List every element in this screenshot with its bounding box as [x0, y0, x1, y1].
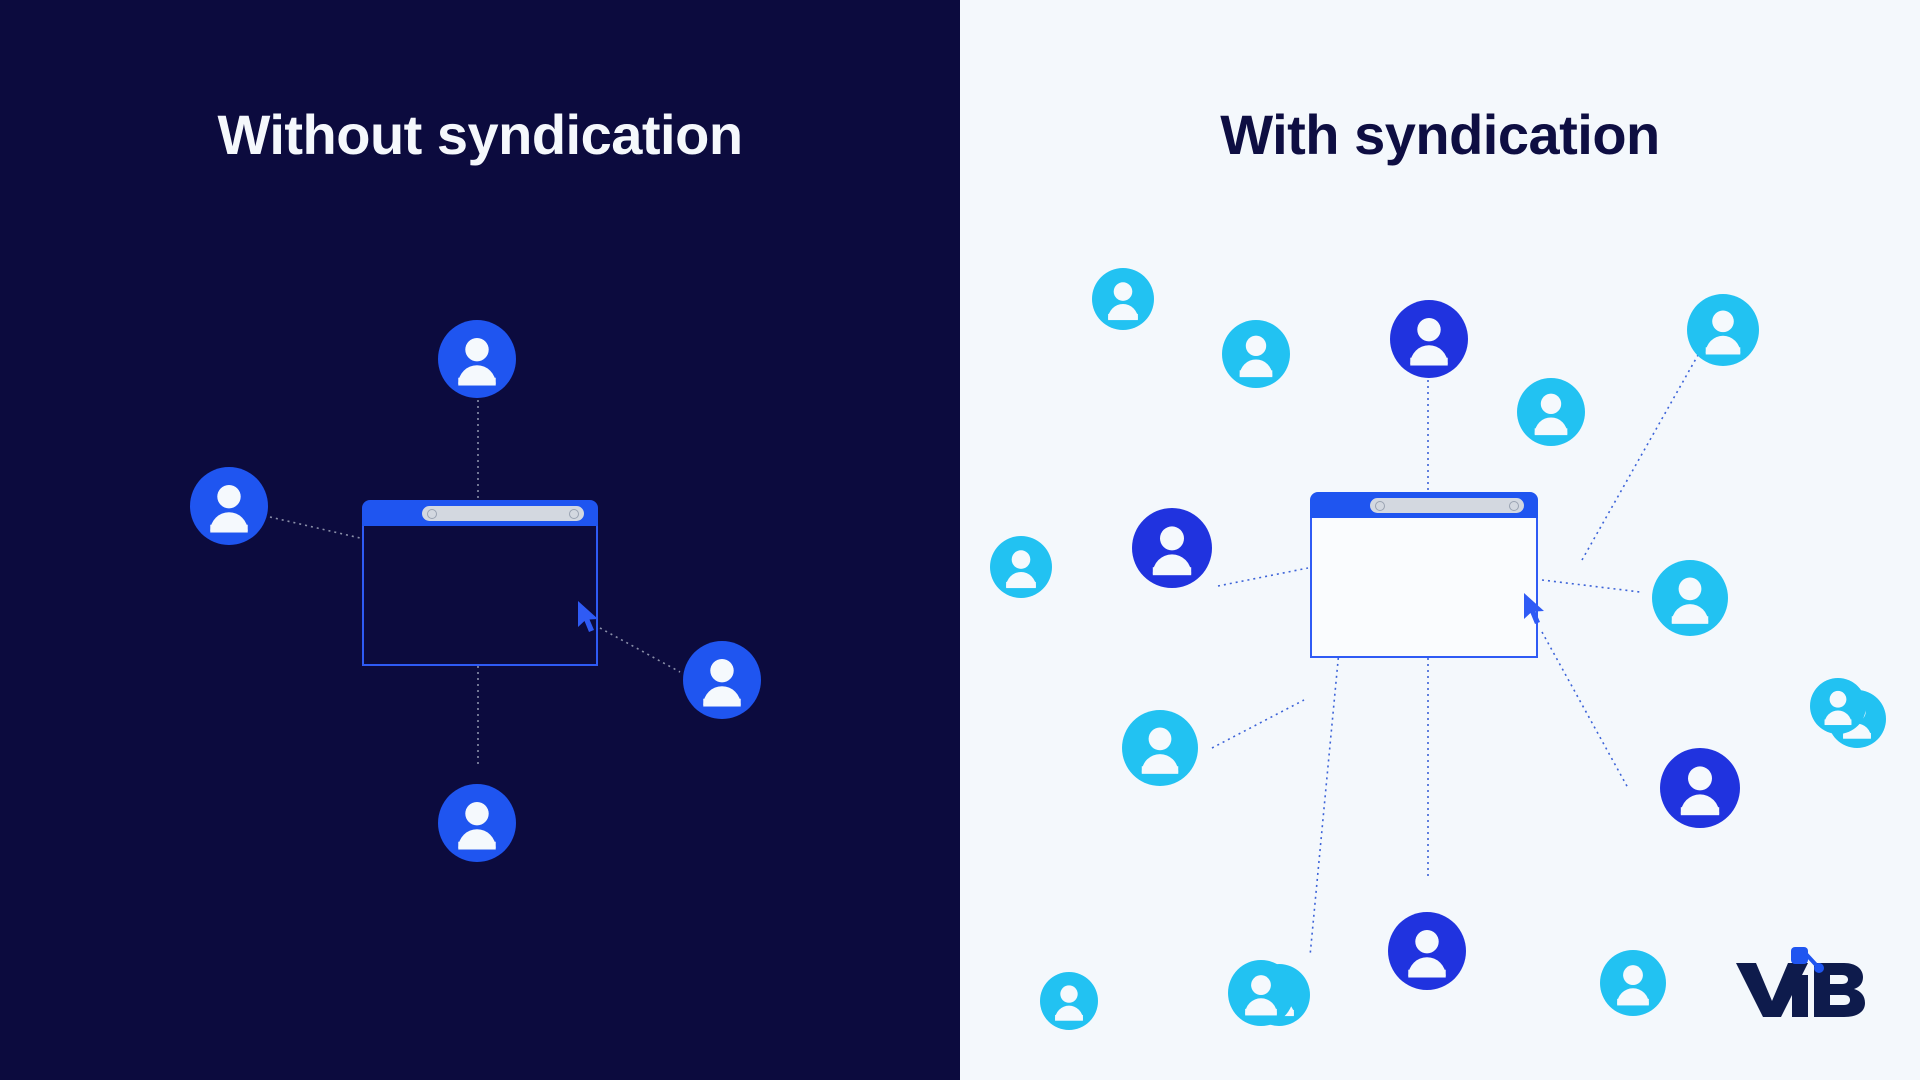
user-avatar-icon	[1652, 560, 1728, 636]
browser-window[interactable]	[1310, 492, 1538, 658]
browser-titlebar[interactable]	[1310, 492, 1538, 518]
user-avatar-icon	[1228, 960, 1294, 1026]
user-avatar-icon	[438, 784, 516, 862]
page-title-right: With syndication	[1220, 103, 1660, 166]
user-avatar-icon	[990, 536, 1052, 598]
user-avatar-icon	[190, 467, 268, 545]
user-avatar-icon	[1390, 300, 1468, 378]
connector-line	[1581, 347, 1703, 561]
connector-line	[269, 516, 361, 539]
user-avatar-icon	[1122, 710, 1198, 786]
user-avatar-icon	[1600, 950, 1666, 1016]
connector-line	[599, 627, 681, 673]
connector-line	[1217, 567, 1309, 587]
user-avatar-icon	[1222, 320, 1290, 388]
browser-viewport	[362, 526, 598, 666]
user-avatar-icon	[1040, 972, 1098, 1030]
vib-logo	[1734, 945, 1866, 1024]
connector-line	[1541, 631, 1629, 789]
browser-window[interactable]	[362, 500, 598, 666]
connector-line	[1309, 639, 1341, 957]
user-avatar-icon	[683, 641, 761, 719]
user-avatar-icon	[1810, 678, 1866, 734]
user-avatar-icon	[1517, 378, 1585, 446]
user-avatar-icon	[1388, 912, 1466, 990]
connector-line	[1211, 699, 1305, 749]
user-avatar-icon	[1092, 268, 1154, 330]
user-avatar-icon	[1687, 294, 1759, 366]
vib-logo-mark	[1736, 947, 1865, 1017]
browser-titlebar[interactable]	[362, 500, 598, 526]
user-avatar-icon	[1132, 508, 1212, 588]
address-bar[interactable]	[422, 505, 584, 521]
page-title-left: Without syndication	[217, 103, 743, 166]
panel-with-syndication: With syndication	[960, 0, 1920, 1080]
user-avatar-icon	[1660, 748, 1740, 828]
panel-without-syndication: Without syndication	[0, 0, 960, 1080]
address-bar[interactable]	[1370, 497, 1524, 513]
browser-viewport	[1310, 518, 1538, 658]
connector-line	[1541, 579, 1641, 593]
user-avatar-icon	[438, 320, 516, 398]
